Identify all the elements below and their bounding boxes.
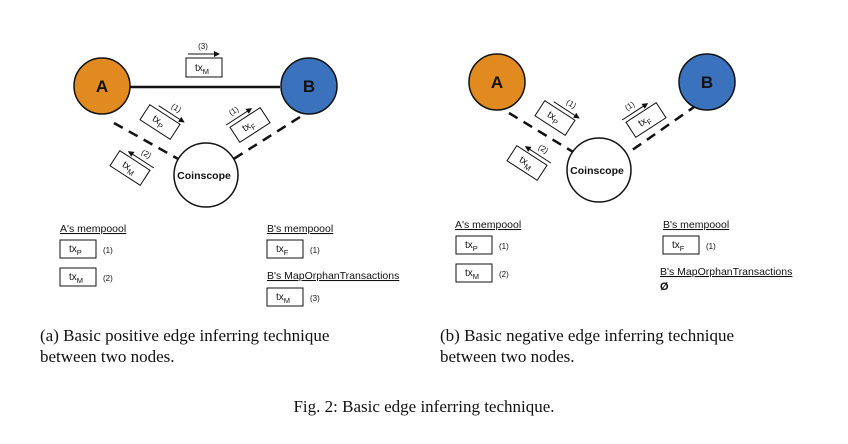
svg-text:txM: txM (276, 292, 290, 305)
edge-a-coinscope (113, 121, 181, 162)
svg-text:txM: txM (516, 154, 535, 173)
svg-text:txF: txF (276, 244, 289, 257)
svg-text:txP: txP (465, 240, 478, 253)
caption-a-line1: (a) Basic positive edge inferring techni… (40, 326, 330, 345)
svg-text:txM: txM (69, 272, 83, 285)
panel-a-mempools: A's mempoool txP (1) txM (2) B's mempooo… (59, 223, 399, 307)
coinscope-label: Coinscope (177, 170, 231, 182)
b-mempool-title: B's mempoool (267, 223, 333, 235)
a-mempool-title: A's mempoool (60, 223, 126, 235)
svg-text:(2): (2) (499, 270, 509, 279)
caption-a: (a) Basic positive edge inferring techni… (40, 325, 329, 367)
edge-b-coinscope (231, 115, 301, 162)
svg-text:(2): (2) (103, 274, 113, 283)
a-mempool-tx-p-b (455, 235, 493, 255)
svg-text:(2): (2) (537, 143, 550, 156)
tx-subscript: M (203, 67, 209, 76)
svg-text:txF: txF (672, 240, 685, 253)
node-b-label-b: B (701, 73, 713, 92)
node-a-label-b: A (491, 73, 503, 92)
tx-m-message-2-b: (2) txM (506, 143, 552, 182)
svg-text:txF: txF (637, 113, 655, 131)
b-mempool-tx-f-b (662, 235, 700, 255)
svg-text:(1): (1) (227, 104, 240, 117)
tx-f-message-1: (1) txF (225, 104, 271, 144)
svg-text:txP: txP (544, 109, 562, 127)
caption-b-line1: (b) Basic negative edge inferring techni… (440, 326, 735, 345)
caption-b: (b) Basic negative edge inferring techni… (440, 325, 734, 367)
b-mempool-title-b: B's mempoool (663, 219, 729, 231)
tx-p-message-1: (1) txP (139, 102, 185, 141)
node-b-label: B (303, 77, 315, 96)
svg-text:(1): (1) (565, 98, 578, 111)
caption-a-line2: between two nodes. (40, 347, 175, 366)
coinscope-node (173, 142, 239, 208)
figure-caption: Fig. 2: Basic edge inferring technique. (293, 397, 555, 416)
tx-f-message-1-b: (1) txF (621, 99, 667, 139)
svg-text:(3): (3) (198, 42, 208, 51)
panel-b-diagram: A B Coinscope (1) txP (1) txF (2) txM (468, 53, 736, 203)
svg-text:txP: txP (149, 113, 167, 131)
b-mempool-tx-f (266, 239, 304, 259)
svg-text:(1): (1) (499, 242, 509, 251)
svg-text:(1): (1) (170, 102, 183, 115)
edge-b-coinscope-b (624, 103, 698, 157)
node-b (280, 57, 338, 115)
svg-text:txM: txM (195, 63, 209, 76)
panel-a-diagram: A B Coinscope (3) txM (1) txP (1) txF ( (73, 42, 338, 208)
tx-m-message-3: (3) txM (185, 42, 223, 78)
svg-text:(1): (1) (310, 246, 320, 255)
node-a-label: A (96, 77, 108, 96)
svg-text:(1): (1) (706, 242, 716, 251)
svg-text:txM: txM (465, 268, 479, 281)
node-a-b (468, 53, 526, 111)
b-orphan-tx-m (266, 287, 304, 307)
caption-b-line2: between two nodes. (440, 347, 575, 366)
svg-text:(3): (3) (310, 294, 320, 303)
svg-text:txM: txM (119, 159, 138, 178)
svg-text:txF: txF (241, 118, 259, 136)
svg-text:(2): (2) (140, 148, 153, 161)
b-orphan-title: B's MapOrphanTransactions (267, 270, 399, 282)
a-mempool-tx-m (59, 267, 97, 287)
tx-p-message-1-b: (1) txP (534, 98, 580, 137)
panel-b-mempools: A's mempoool txP (1) txM (2) B's mempooo… (455, 219, 792, 293)
svg-text:txP: txP (69, 244, 82, 257)
coinscope-node-b (566, 137, 632, 203)
edge-a-coinscope-b (508, 111, 579, 157)
node-b-b (678, 53, 736, 111)
a-mempool-tx-m-b (455, 263, 493, 283)
svg-text:(1): (1) (103, 246, 113, 255)
coinscope-label-b: Coinscope (570, 165, 624, 177)
b-orphan-empty: Ø (660, 281, 669, 293)
tx-label: tx (195, 63, 203, 74)
tx-m-message-2: (2) txM (109, 148, 155, 187)
b-orphan-title-b: B's MapOrphanTransactions (660, 266, 792, 278)
svg-text:(1): (1) (623, 99, 636, 112)
a-mempool-tx-p (59, 239, 97, 259)
a-mempool-title-b: A's mempoool (455, 219, 521, 231)
node-a (73, 57, 131, 115)
